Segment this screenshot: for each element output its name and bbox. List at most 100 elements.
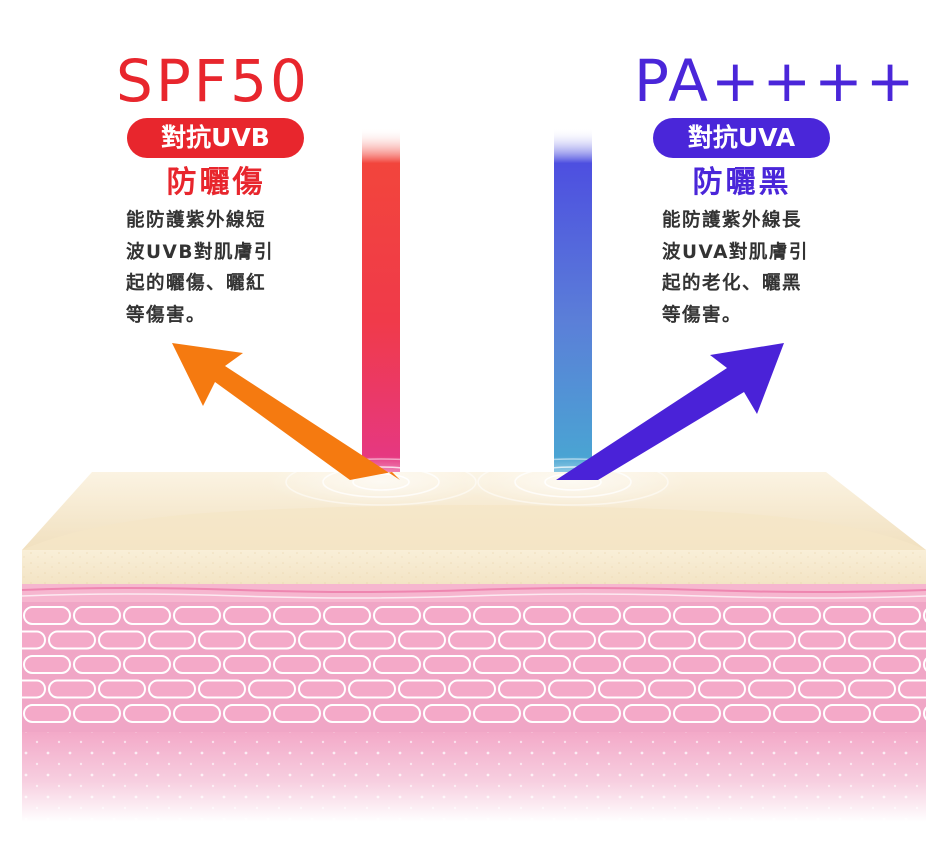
skin-cell: [498, 630, 546, 650]
skin-cell: [623, 704, 671, 723]
skin-cell: [648, 630, 696, 650]
skin-cell: [22, 630, 46, 650]
skin-cell: [173, 655, 221, 674]
uvb-badge: 對抗UVB: [127, 118, 304, 158]
skin-cell: [773, 655, 821, 674]
skin-layers: [21, 472, 927, 822]
skin-cell: [173, 606, 221, 625]
skin-cell: [673, 655, 721, 674]
skin-cell: [23, 704, 71, 723]
skin-cell: [198, 679, 246, 699]
skin-cell: [223, 704, 271, 723]
skin-cell: [548, 679, 596, 699]
skin-cell: [348, 630, 396, 650]
skin-cells: [22, 606, 926, 723]
skin-cell: [448, 679, 496, 699]
skin-cell: [323, 704, 371, 723]
uvb-desc-line: 等傷害。: [126, 304, 207, 326]
uva-desc-line: 起的老化、曬黑: [662, 273, 803, 294]
skin-cell: [98, 630, 146, 650]
skin-cell: [723, 704, 771, 723]
skin-cell: [98, 679, 146, 699]
skin-cell: [373, 655, 421, 674]
skin-cell: [748, 679, 796, 699]
skin-cell: [923, 608, 926, 623]
skin-cell: [698, 679, 746, 699]
skin-cell: [873, 655, 921, 674]
skin-cell: [273, 704, 321, 723]
skin-cell: [473, 606, 521, 625]
skin-cell: [473, 655, 521, 674]
skin-cell: [123, 655, 171, 674]
skin-cell: [823, 606, 871, 625]
uvb-desc-line: 能防護紫外線短: [126, 210, 267, 231]
skin-cell: [873, 704, 921, 723]
skin-cell: [623, 606, 671, 625]
skin-cell: [73, 704, 121, 723]
skin-cell: [23, 606, 71, 625]
uva-desc-line: 能防護紫外線長: [662, 210, 803, 231]
skin-cell: [248, 630, 296, 650]
skin-cell: [473, 704, 521, 723]
skin-cell: [398, 630, 446, 650]
skin-cell: [73, 606, 121, 625]
skin-cell: [923, 657, 926, 672]
skin-cell: [298, 679, 346, 699]
skin-cell: [498, 679, 546, 699]
skin-cell: [373, 606, 421, 625]
skin-cell: [23, 655, 71, 674]
skin-cell: [873, 606, 921, 625]
skin-cell: [773, 704, 821, 723]
skin-cell: [273, 606, 321, 625]
skin-cell: [273, 655, 321, 674]
skin-cell: [773, 606, 821, 625]
skin-cell: [898, 630, 926, 650]
skin-cell: [22, 679, 46, 699]
skin-cell: [48, 679, 96, 699]
skin-cell: [673, 606, 721, 625]
skin-cell: [148, 679, 196, 699]
skin-cell: [798, 679, 846, 699]
skin-cell: [423, 606, 471, 625]
skin-cell: [623, 655, 671, 674]
skin-cell: [123, 606, 171, 625]
skin-cell: [673, 704, 721, 723]
uva-beam: [554, 128, 592, 480]
skin-cell: [423, 655, 471, 674]
skin-cell: [123, 704, 171, 723]
skin-cell: [573, 606, 621, 625]
skin-cell: [48, 630, 96, 650]
uvb-subtitle: 防曬傷: [166, 165, 266, 200]
skin-cell: [548, 630, 596, 650]
skin-cell: [298, 630, 346, 650]
skin-cell: [373, 704, 421, 723]
uvb-description: 能防護紫外線短 波UVB對肌膚引 起的曬傷、曬紅 等傷害。: [126, 205, 311, 331]
uva-badge: 對抗UVA: [653, 118, 830, 158]
uva-desc-line: 波UVA對肌膚引: [662, 241, 809, 263]
skin-cell: [323, 606, 371, 625]
skin-cell: [423, 704, 471, 723]
skin-cell: [823, 704, 871, 723]
skin-cell: [398, 679, 446, 699]
skin-cell: [848, 630, 896, 650]
skin-cell: [798, 630, 846, 650]
uva-description: 能防護紫外線長 波UVA對肌膚引 起的老化、曬黑 等傷害。: [662, 205, 847, 331]
skin-cell: [173, 704, 221, 723]
skin-cell: [523, 606, 571, 625]
skin-cell: [573, 655, 621, 674]
skin-cell: [598, 630, 646, 650]
uvb-desc-line: 波UVB對肌膚引: [126, 241, 274, 263]
uvb-desc-line: 起的曬傷、曬紅: [126, 273, 267, 294]
skin-cell: [748, 630, 796, 650]
skin-cell: [723, 606, 771, 625]
skin-cell: [523, 655, 571, 674]
skin-cell: [598, 679, 646, 699]
uvb-beam: [362, 128, 400, 480]
skin-cell: [223, 655, 271, 674]
skin-cell: [248, 679, 296, 699]
skin-cell: [823, 655, 871, 674]
pa-title: PA++++: [634, 47, 918, 115]
skin-cell: [573, 704, 621, 723]
skin-cell: [923, 706, 926, 721]
